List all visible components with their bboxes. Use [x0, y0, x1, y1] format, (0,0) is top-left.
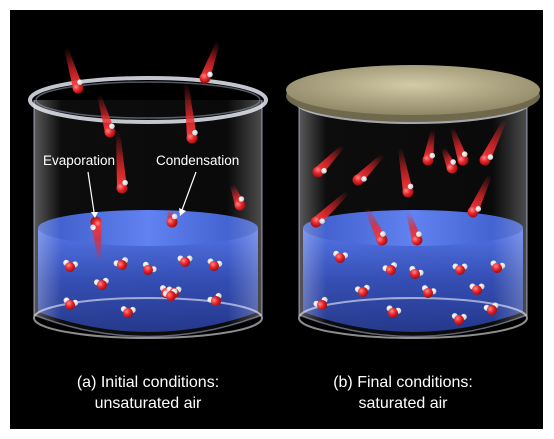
- water-molecule: [177, 255, 193, 267]
- glass-a: [33, 100, 263, 338]
- moving-molecule-streak: [116, 131, 128, 194]
- moving-molecule-streak: [310, 190, 350, 228]
- condensation-arrowhead: [179, 208, 186, 216]
- moving-molecule-streak: [166, 209, 178, 228]
- beaker-base-a: [33, 297, 263, 339]
- lid: [286, 65, 540, 115]
- water-molecule: [333, 250, 349, 263]
- moving-molecule-streak: [312, 144, 345, 178]
- water-molecule: [451, 313, 467, 325]
- beaker-b: [286, 65, 540, 339]
- moving-molecule-streak: [230, 184, 246, 211]
- water-molecule: [409, 265, 424, 279]
- moving-molecule-streak: [97, 94, 116, 138]
- water-molecule: [63, 297, 79, 310]
- moving-molecule-streak: [450, 127, 469, 166]
- water-molecule: [120, 306, 136, 318]
- beaker-rim-a: [28, 76, 268, 124]
- water-molecules: [63, 41, 507, 325]
- evaporation-arrowhead: [91, 212, 98, 218]
- beaker-base-b: [298, 297, 528, 339]
- water-molecule: [162, 288, 178, 301]
- water-molecule: [207, 258, 223, 271]
- moving-molecule-streak: [467, 174, 492, 218]
- water-molecule: [490, 260, 506, 273]
- caption-a: (a) Initial conditions: unsaturated air: [28, 372, 268, 414]
- glass-b: [298, 100, 528, 338]
- moving-molecule-streak: [64, 47, 84, 94]
- caption-a-line1: (a) Initial conditions:: [76, 374, 220, 391]
- water-molecule: [63, 259, 79, 272]
- evaporation-pointer: [87, 171, 95, 213]
- water-molecule: [421, 285, 437, 298]
- water-molecule: [93, 277, 109, 290]
- water-molecule: [113, 257, 129, 270]
- water-molecule: [142, 261, 157, 275]
- moving-molecule-streak: [364, 207, 388, 246]
- moving-molecule-streak: [352, 153, 385, 186]
- water-molecule: [386, 305, 402, 318]
- water-molecule: [207, 292, 222, 306]
- moving-molecule-streak: [90, 216, 102, 263]
- moving-molecule-streak: [406, 211, 423, 246]
- caption-b-line1: (b) Final conditions:: [333, 374, 473, 391]
- water-molecule: [354, 284, 370, 297]
- caption-b: (b) Final conditions: saturated air: [283, 372, 523, 414]
- moving-molecule-streak: [441, 147, 458, 174]
- water-molecule: [382, 262, 398, 275]
- condensation-label: Condensation: [156, 153, 240, 168]
- condensation-pointer: [181, 171, 197, 211]
- moving-molecule-streak: [184, 81, 198, 144]
- moving-molecule-streak: [422, 129, 436, 166]
- water-molecule: [452, 263, 468, 275]
- caption-b-line2: saturated air: [358, 395, 448, 412]
- moving-molecule-streak: [479, 119, 507, 166]
- water-molecule: [469, 283, 485, 295]
- water-molecule: [483, 302, 499, 315]
- caption-a-line2: unsaturated air: [94, 395, 202, 412]
- water-molecule: [313, 296, 328, 310]
- moving-molecule-streak: [199, 41, 220, 84]
- moving-molecule-streak: [398, 147, 414, 198]
- evaporation-label: Evaporation: [43, 153, 116, 168]
